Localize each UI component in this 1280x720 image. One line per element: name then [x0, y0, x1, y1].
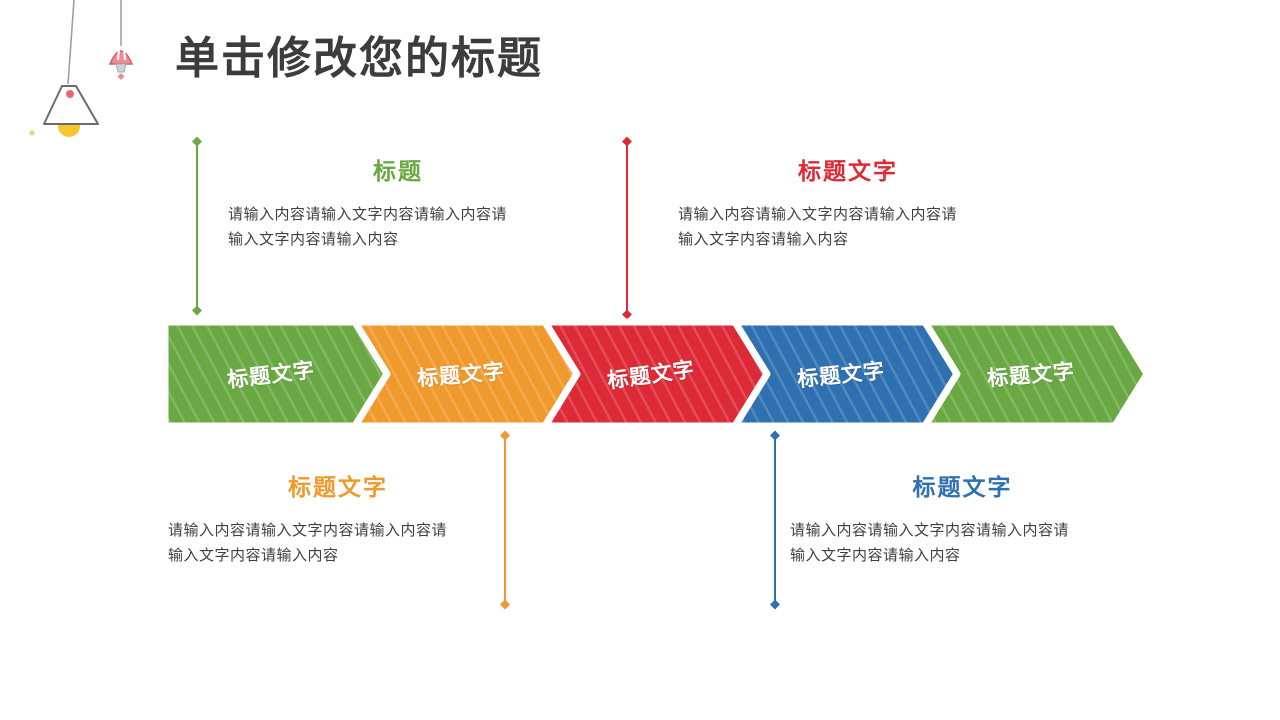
callout-heading: 标题文字 [288, 474, 388, 500]
callout-body-line: 输入文字内容请输入内容 [678, 231, 849, 248]
connector-top-left [192, 136, 202, 316]
chevron-texture-4 [735, 322, 957, 426]
chevron-label-3: 标题文字 [606, 357, 697, 393]
callout-heading: 标题 [373, 158, 423, 184]
small-lamp-base [115, 63, 127, 73]
chevron-texture-1 [165, 322, 387, 426]
callout-bottom-left: 标题文字 请输入内容请输入文字内容请输入内容请 输入文字内容请输入内容 [168, 468, 508, 568]
lamp-string [67, 0, 75, 85]
chevron-texture-2 [355, 322, 577, 426]
slide-title: 单击修改您的标题 [175, 34, 543, 83]
chevron-labels: 标题文字 标题文字 标题文字 标题文字 标题文字 [160, 318, 1150, 430]
diamond-endpoint [622, 136, 632, 147]
callout-body: 请输入内容请输入文字内容请输入内容请 输入文字内容请输入内容 [790, 518, 1135, 568]
callout-body-line: 输入文字内容请输入内容 [168, 547, 339, 564]
lamp-shade-dot [66, 90, 74, 98]
callout-body-line: 输入文字内容请输入内容 [790, 547, 961, 564]
lamp-sparkle [29, 130, 35, 136]
hanging-lamps-illustration [29, 0, 134, 137]
chevron-texture-3 [545, 322, 767, 426]
diamond-endpoint [500, 430, 510, 441]
chevron-label-1: 标题文字 [226, 358, 317, 393]
chevron-label-2: 标题文字 [416, 360, 506, 391]
diamond-endpoint [770, 430, 780, 441]
small-lamp-drop [117, 72, 125, 81]
connector-top-right [622, 136, 632, 320]
callout-top-right: 标题文字 请输入内容请输入文字内容请输入内容请 输入文字内容请输入内容 [678, 152, 1018, 252]
chevron-label-5: 标题文字 [986, 360, 1076, 391]
small-lamp-stripe [117, 47, 120, 61]
callout-body: 请输入内容请输入文字内容请输入内容请 输入文字内容请输入内容 [678, 202, 1018, 252]
callout-heading: 标题文字 [912, 474, 1013, 500]
connector-bottom-left [500, 430, 510, 610]
diamond-endpoint [770, 599, 780, 610]
callout-body: 请输入内容请输入文字内容请输入内容请 输入文字内容请输入内容 [168, 518, 508, 568]
callout-body-line: 请输入内容请输入文字内容请输入内容请 [228, 206, 508, 223]
callout-top-left: 标题 请输入内容请输入文字内容请输入内容请 输入文字内容请输入内容 [228, 152, 568, 252]
callout-body: 请输入内容请输入文字内容请输入内容请 输入文字内容请输入内容 [228, 202, 568, 252]
chevron-label-4: 标题文字 [796, 359, 887, 392]
callout-bottom-right: 标题文字 请输入内容请输入文字内容请输入内容请 输入文字内容请输入内容 [790, 468, 1135, 568]
small-lamp-shade [108, 50, 134, 65]
callout-heading: 标题文字 [798, 158, 898, 184]
connector-bottom-right [770, 430, 780, 610]
lamp-shade [43, 85, 99, 125]
callout-body-line: 请输入内容请输入文字内容请输入内容请 [168, 522, 448, 539]
diamond-endpoint [192, 305, 202, 316]
callout-body-line: 请输入内容请输入文字内容请输入内容请 [678, 206, 958, 223]
diamond-endpoint [192, 136, 202, 147]
small-lamp-stripe [123, 47, 126, 61]
callout-body-line: 请输入内容请输入文字内容请输入内容请 [790, 522, 1070, 539]
diamond-endpoint [500, 599, 510, 610]
callout-body-line: 输入文字内容请输入内容 [228, 231, 399, 248]
chevron-arrow-band [161, 318, 1150, 430]
chevron-texture-5 [925, 322, 1147, 426]
